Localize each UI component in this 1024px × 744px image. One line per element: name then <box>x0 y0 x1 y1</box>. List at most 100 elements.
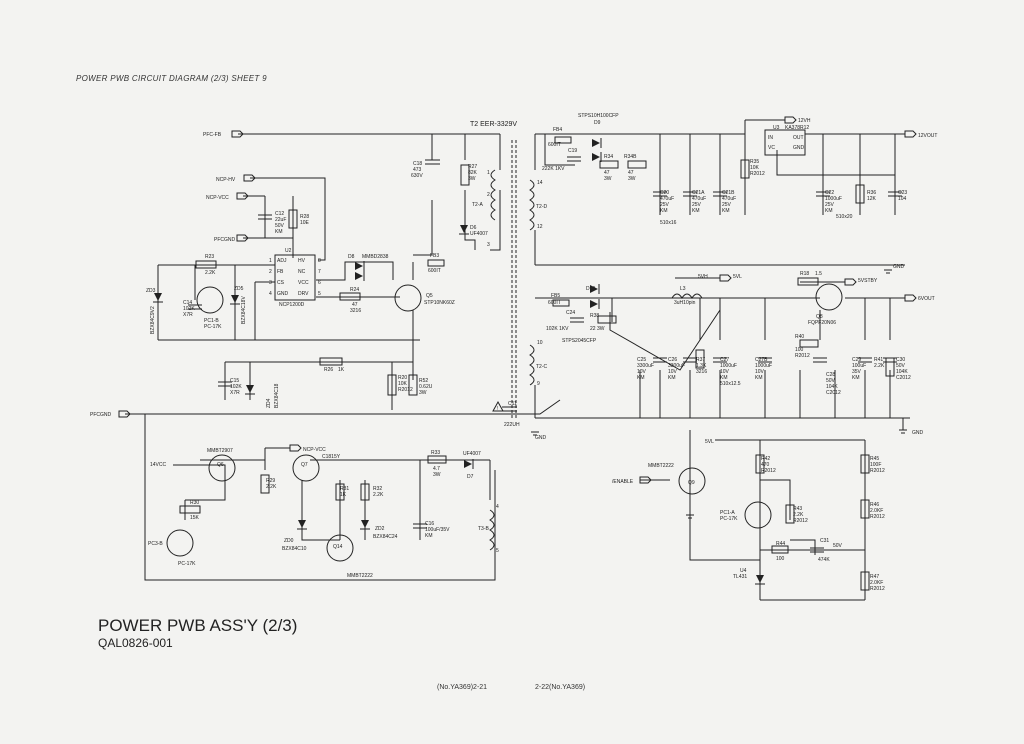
c29-value: 100uF <box>852 363 866 369</box>
zd2-part: BZX84C24 <box>373 534 398 540</box>
u2-num-1: 1 <box>269 258 272 264</box>
c19-value: 222K 1KV <box>542 166 565 172</box>
r47-ref: R47 <box>870 574 879 580</box>
ground-symbol-right <box>899 429 907 434</box>
u2-num-3: 3 <box>269 280 272 286</box>
c19-ref: C19 <box>568 148 577 154</box>
ic-u3 <box>764 129 806 156</box>
u2-part: NCP1200D <box>279 302 305 308</box>
q8-ref: Q8 <box>816 314 823 320</box>
c24-ref: C24 <box>566 310 575 316</box>
r34-value: 47 <box>604 170 610 176</box>
label-pfcgnd-top: PFCGND <box>214 237 236 243</box>
board-code: QAL0826-001 <box>98 636 173 650</box>
label-5vh: 5VH <box>698 274 708 280</box>
c20-type: KM <box>660 208 668 214</box>
svg-text:!: ! <box>497 406 498 412</box>
label-5vl: 5VL <box>733 274 742 280</box>
ic-u2 <box>274 254 316 301</box>
u2-ref: U2 <box>285 248 292 254</box>
u2-num-2: 2 <box>269 269 272 275</box>
r23-value: 2.2K <box>205 270 216 276</box>
c29-rating: 35V <box>852 369 862 375</box>
r43-value: 2.2K <box>793 512 804 518</box>
c27b-rating: 10V <box>755 369 765 375</box>
inductor-l3 <box>671 293 703 299</box>
fb5-ref: FB5 <box>551 293 560 299</box>
r38-value: 22 3W <box>590 326 605 332</box>
fb4-part: 600IT <box>548 142 561 148</box>
r43-ref: R43 <box>793 506 802 512</box>
u4-ref: U4 <box>740 568 747 574</box>
r28-value: 10E <box>300 220 310 226</box>
c30-rating: 50V <box>896 363 906 369</box>
c25-ref: C25 <box>637 357 646 363</box>
r32-value: 2.2K <box>373 492 384 498</box>
c15-ref: C15 <box>230 378 239 384</box>
c31-rating: 50V <box>833 543 843 549</box>
c27b-ref: C27B <box>755 357 768 363</box>
c29-type: KM <box>852 375 860 381</box>
r37-ref: R37 <box>696 357 705 363</box>
page-number-right: 2-22(No.YA369) <box>535 684 586 691</box>
r44-value: 100 <box>776 556 785 562</box>
r43-package: R2012 <box>793 518 808 524</box>
c15-type: X7R <box>230 390 240 396</box>
label-ncp-hv: NCP-HV <box>216 177 236 183</box>
label-enable: /ENABLE <box>612 479 634 485</box>
pc1-b-ref: PC1-B <box>204 318 219 324</box>
u4-part: TL431 <box>733 574 747 580</box>
c21b-ref: C21B <box>722 190 735 196</box>
u2-pin-fb: FB <box>277 269 284 275</box>
sheet-header: POWER PWB CIRCUIT DIAGRAM (2/3) SHEET 9 <box>76 74 267 83</box>
label-5vl-feedback: 5VL <box>705 439 714 445</box>
label-6vout: 6VOUT <box>918 296 935 302</box>
u2-pin-adj: ADJ <box>277 258 287 264</box>
c21a-ref: C21A <box>692 190 705 196</box>
r27-rating: 3W <box>468 176 476 182</box>
c28-rating: 50V <box>826 378 836 384</box>
r33-rating: 3W <box>433 472 441 478</box>
label-gnd-right: GND <box>912 430 924 436</box>
r31-value: 1K <box>340 492 347 498</box>
c30-package: C2012 <box>896 375 911 381</box>
c23-value: 104 <box>898 196 907 202</box>
q9-ref: Q9 <box>688 480 695 486</box>
r52-rating: 3W <box>419 390 427 396</box>
winding-t2c <box>529 344 535 386</box>
c28-package: C2012 <box>826 390 841 396</box>
r34b-rating: 3W <box>628 176 636 182</box>
r40-ref: R40 <box>795 334 804 340</box>
r40-package: R2012 <box>795 353 810 359</box>
r34b-value: 47 <box>628 170 634 176</box>
r46-ref: R46 <box>870 502 879 508</box>
c25-type: KM <box>637 375 645 381</box>
c30-ref: C30 <box>896 357 905 363</box>
d9-ref: D9 <box>594 120 601 126</box>
r28-ref: R28 <box>300 214 309 220</box>
warning-icon: ! <box>492 400 504 412</box>
r24-ref: R24 <box>350 287 359 293</box>
r37-value: 1.3K <box>696 363 707 369</box>
ferrite-beads <box>427 136 572 307</box>
u2-pin-cs: CS <box>277 280 285 286</box>
c30-value: 104K <box>896 369 908 375</box>
label-14vcc: 14VCC <box>150 462 167 468</box>
d6-part: UF4007 <box>470 231 488 237</box>
c31-ref: C31 <box>820 538 829 544</box>
c12-ref: C12 <box>275 211 284 217</box>
r33-value: 4.7 <box>433 466 440 472</box>
c21b-type: KM <box>722 208 730 214</box>
r34-ref: R34 <box>604 154 613 160</box>
r46-package: R2012 <box>870 514 885 520</box>
r42-value: 470 <box>761 462 770 468</box>
label-gnd-mid: GND <box>893 264 905 270</box>
pin-12: 12 <box>537 224 543 230</box>
d10-ref: D10 <box>586 286 595 292</box>
c20-value: 470uF <box>660 196 674 202</box>
fb3-ref: FB3 <box>430 253 439 259</box>
r30-ref: R30 <box>190 500 199 506</box>
l3-ref: L3 <box>680 286 686 292</box>
